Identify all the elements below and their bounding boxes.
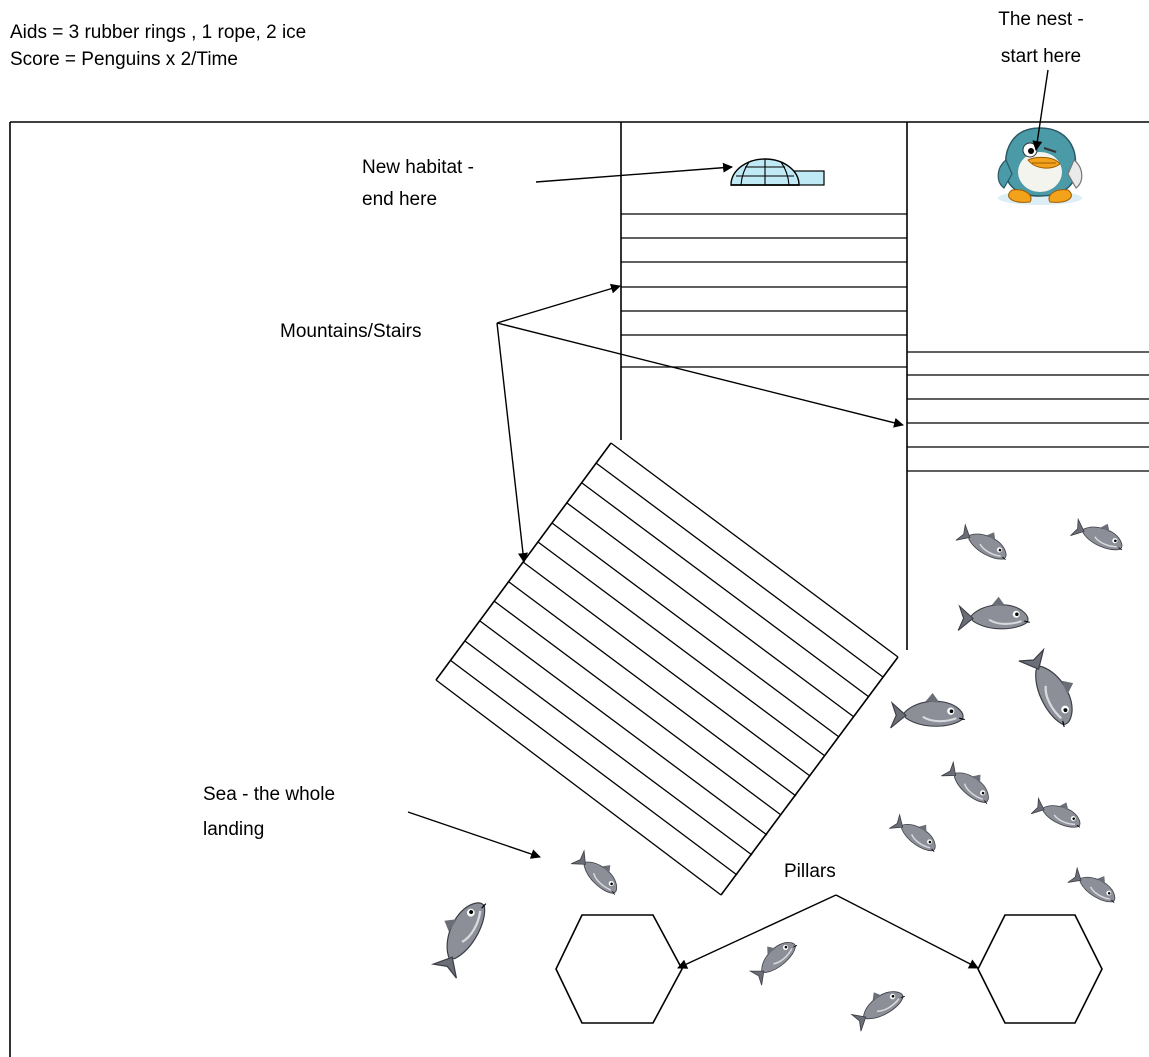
sea-label-line2: landing <box>203 819 264 840</box>
fish-icon <box>570 844 629 900</box>
aids-text: Aids = 3 rubber rings , 1 rope, 2 ice <box>10 22 306 43</box>
fish-icon <box>1067 861 1124 909</box>
fish-icon <box>888 808 946 858</box>
nest-label: The nest - <box>998 9 1084 30</box>
score-text: Score = Penguins x 2/Time <box>10 49 238 70</box>
igloo-icon <box>730 158 825 186</box>
fish-icon <box>846 978 909 1032</box>
pillar-left <box>555 914 683 1024</box>
fish-icon <box>1030 791 1088 834</box>
sea-label: Sea - the whole <box>203 784 335 805</box>
fish-icon <box>955 517 1016 566</box>
corridor-walls <box>620 122 908 650</box>
fish-icon <box>957 595 1031 632</box>
mountains-arrow-upper <box>496 283 621 324</box>
upper-stairs <box>621 213 907 368</box>
mountains-label: Mountains/Stairs <box>280 321 422 342</box>
penguin-icon <box>997 127 1083 205</box>
annotation-arrows <box>407 69 1049 969</box>
mountains-arrow-right <box>496 322 904 428</box>
fish-icon <box>1069 511 1130 557</box>
room-outline <box>9 121 1149 1057</box>
habitat-arrow <box>535 162 733 183</box>
fish-icon <box>940 755 1000 810</box>
fish-icon <box>744 930 802 986</box>
pillars-label: Pillars <box>784 861 836 882</box>
pillar-right <box>977 914 1103 1024</box>
fish-group <box>422 511 1130 1032</box>
fish-icon <box>422 889 495 980</box>
pillars-arrow-left <box>677 894 837 969</box>
nest-label-line2: start here <box>1001 46 1081 67</box>
fish-icon <box>1017 642 1091 733</box>
pillars-arrow-right <box>835 894 979 969</box>
sea-arrow <box>407 811 541 859</box>
habitat-label-line2: end here <box>362 189 437 210</box>
diagonal-stairs <box>435 442 899 896</box>
habitat-label: New habitat - <box>362 157 474 178</box>
fish-icon <box>889 691 966 730</box>
right-stairs <box>907 351 1149 472</box>
mountains-arrow-diagonal <box>496 322 528 563</box>
nest-arrow <box>1032 69 1049 151</box>
